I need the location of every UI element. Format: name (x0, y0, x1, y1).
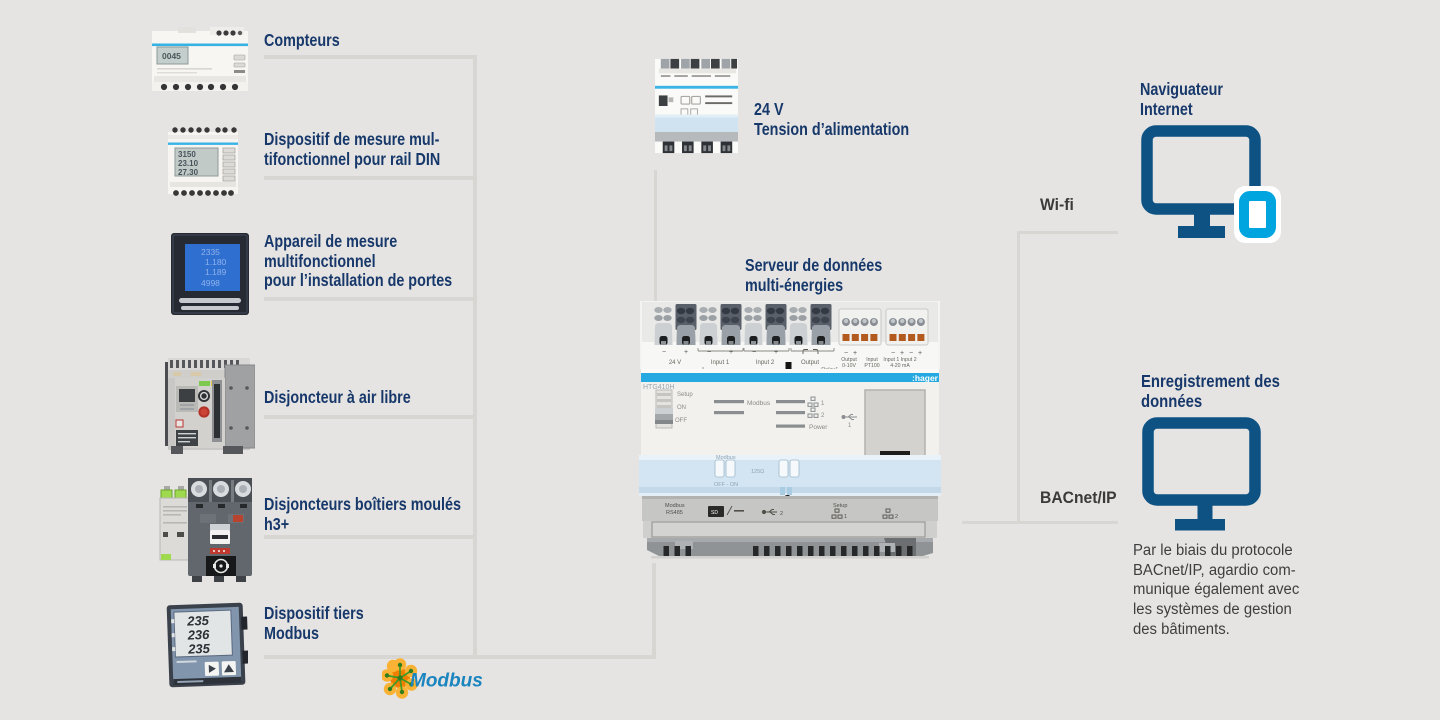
svg-text:235: 235 (187, 641, 211, 657)
svg-text:Modbus: Modbus (665, 503, 685, 509)
svg-text:Input 2: Input 2 (756, 360, 775, 366)
svg-text:+: + (853, 350, 857, 357)
svg-text::hager: :hager (912, 373, 939, 383)
svg-text:0045: 0045 (162, 51, 181, 61)
svg-text:Input 1 Input 2: Input 1 Input 2 (883, 357, 916, 363)
svg-text:+: + (774, 349, 778, 356)
svg-text:SD: SD (711, 510, 718, 516)
svg-text:PT100: PT100 (864, 363, 879, 369)
svg-text:4998: 4998 (201, 278, 220, 288)
svg-text:1: 1 (848, 423, 852, 429)
svg-text:OFF - ON: OFF - ON (714, 482, 738, 488)
svg-text:Power: Power (809, 424, 828, 431)
svg-text:Modbus: Modbus (747, 400, 771, 407)
svg-text:HTG410H: HTG410H (643, 384, 675, 391)
svg-text:235: 235 (186, 613, 210, 629)
svg-text:+: + (684, 349, 688, 356)
svg-text:Modbus: Modbus (716, 455, 736, 461)
svg-text:−: − (752, 349, 756, 356)
svg-text:1.180: 1.180 (205, 257, 227, 267)
svg-text:Setup: Setup (833, 503, 847, 509)
svg-text:Input 1: Input 1 (711, 360, 730, 366)
svg-text:−: − (662, 349, 666, 356)
svg-text:2335: 2335 (201, 247, 220, 257)
svg-text:125Ω: 125Ω (751, 469, 764, 475)
svg-text:2: 2 (895, 514, 898, 520)
svg-text:−: − (844, 350, 848, 357)
svg-text:1: 1 (821, 401, 825, 407)
svg-text:Input: Input (866, 357, 878, 363)
svg-text:−: − (909, 350, 913, 357)
svg-text:Modbus: Modbus (410, 671, 483, 692)
svg-text:2: 2 (821, 413, 825, 419)
svg-text:0-10V: 0-10V (842, 363, 856, 369)
svg-text:ON: ON (677, 405, 686, 411)
svg-text:+: + (900, 350, 904, 357)
svg-text:−: − (707, 349, 711, 356)
svg-text:1: 1 (844, 514, 847, 520)
svg-text:236: 236 (186, 627, 210, 643)
svg-text:Setup: Setup (677, 392, 693, 398)
svg-text:RS485: RS485 (666, 510, 683, 516)
svg-text:24 V: 24 V (669, 360, 681, 366)
svg-text:+: + (729, 349, 733, 356)
svg-text:Output: Output (841, 357, 857, 363)
svg-text:OFF: OFF (675, 418, 687, 424)
svg-text:3150: 3150 (178, 150, 196, 159)
svg-text:−: − (891, 350, 895, 357)
svg-text:27.30: 27.30 (178, 168, 199, 177)
svg-text:1.189: 1.189 (205, 267, 227, 277)
svg-text:4-20 mA: 4-20 mA (890, 363, 910, 369)
svg-text:23.10: 23.10 (178, 159, 199, 168)
svg-text:2: 2 (780, 511, 783, 517)
svg-text:+: + (918, 350, 922, 357)
svg-text:Output: Output (801, 360, 819, 366)
